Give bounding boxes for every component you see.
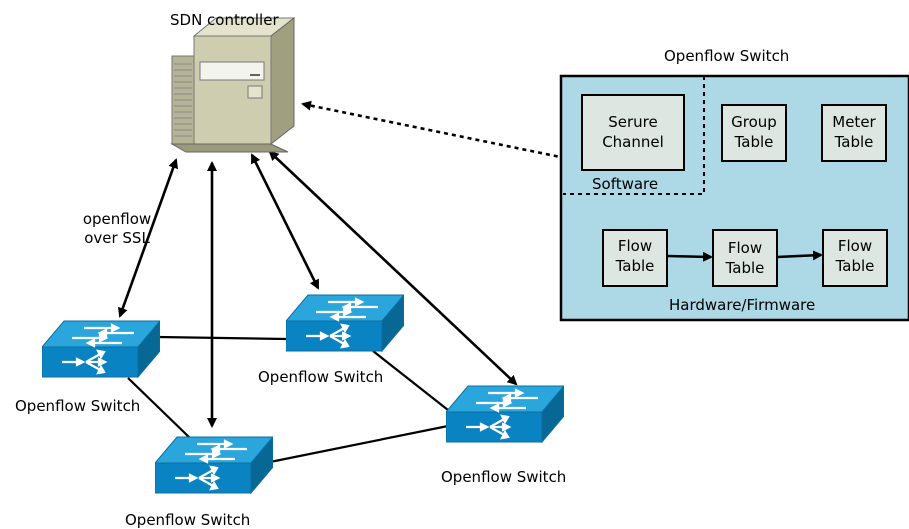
meter-table-line1: Meter xyxy=(832,113,876,131)
flow-arrow-1 xyxy=(666,251,713,262)
switch-label-3: Openflow Switch xyxy=(125,511,251,529)
secure-channel-line1: Serure xyxy=(608,113,658,131)
switch-icon-2 xyxy=(286,293,404,353)
hardware-label: Hardware/Firmware xyxy=(669,296,816,314)
meter-table-line2: Table xyxy=(834,133,874,151)
software-label: Software xyxy=(592,175,659,193)
secure-channel-label: Serure Channel xyxy=(582,112,684,152)
flow-table-3-line1: Flow xyxy=(837,237,873,255)
flow-table-label-3: Flow Table xyxy=(823,236,887,276)
flow-table-box-1 xyxy=(602,229,668,287)
flow-table-2-line1: Flow xyxy=(727,239,763,257)
flow-table-1-line1: Flow xyxy=(617,237,653,255)
switch-icon-4 xyxy=(446,384,564,444)
link-sw1-sw2 xyxy=(157,335,287,341)
meter-table-box xyxy=(821,104,887,162)
server-icon xyxy=(170,16,296,153)
link-sw3-sw4 xyxy=(269,424,449,464)
group-table-label: Group Table xyxy=(722,112,786,152)
control-link-sw1 xyxy=(117,158,179,318)
control-links xyxy=(117,150,518,428)
meter-table-label: Meter Table xyxy=(822,112,886,152)
link-label-line2: over SSL xyxy=(84,229,150,247)
software-boundary xyxy=(563,76,705,195)
switch-icon-3 xyxy=(155,435,273,495)
group-table-line2: Table xyxy=(734,133,774,151)
flow-arrow-2 xyxy=(776,250,823,261)
secure-channel-line2: Channel xyxy=(602,133,664,151)
openflow-switch-detail xyxy=(559,74,909,322)
switch-icon-1 xyxy=(42,319,160,379)
group-table-box xyxy=(721,104,787,162)
flow-table-box-2 xyxy=(712,229,778,287)
secure-channel-link xyxy=(301,100,577,164)
switch-label-2: Openflow Switch xyxy=(258,368,384,386)
group-table-line1: Group xyxy=(731,113,777,131)
controller-label: SDN controller xyxy=(170,11,279,29)
link-label-line1: openflow xyxy=(82,210,152,228)
switch-label-4: Openflow Switch xyxy=(441,468,567,486)
secure-channel-box xyxy=(581,94,685,171)
link-sw1-sw3 xyxy=(127,377,191,439)
link-label: openflow over SSL xyxy=(72,210,162,248)
link-sw2-sw4 xyxy=(372,350,449,411)
flow-table-box-3 xyxy=(822,229,888,287)
control-link-sw2 xyxy=(250,153,320,290)
flow-table-label-2: Flow Table xyxy=(713,238,777,278)
flow-table-3-line2: Table xyxy=(835,257,875,275)
flow-table-label-1: Flow Table xyxy=(603,236,667,276)
switch-label-1: Openflow Switch xyxy=(15,397,141,415)
control-link-sw4 xyxy=(268,150,518,386)
flow-table-2-line2: Table xyxy=(725,259,765,277)
flow-table-1-line2: Table xyxy=(615,257,655,275)
detail-title: Openflow Switch xyxy=(664,47,790,65)
